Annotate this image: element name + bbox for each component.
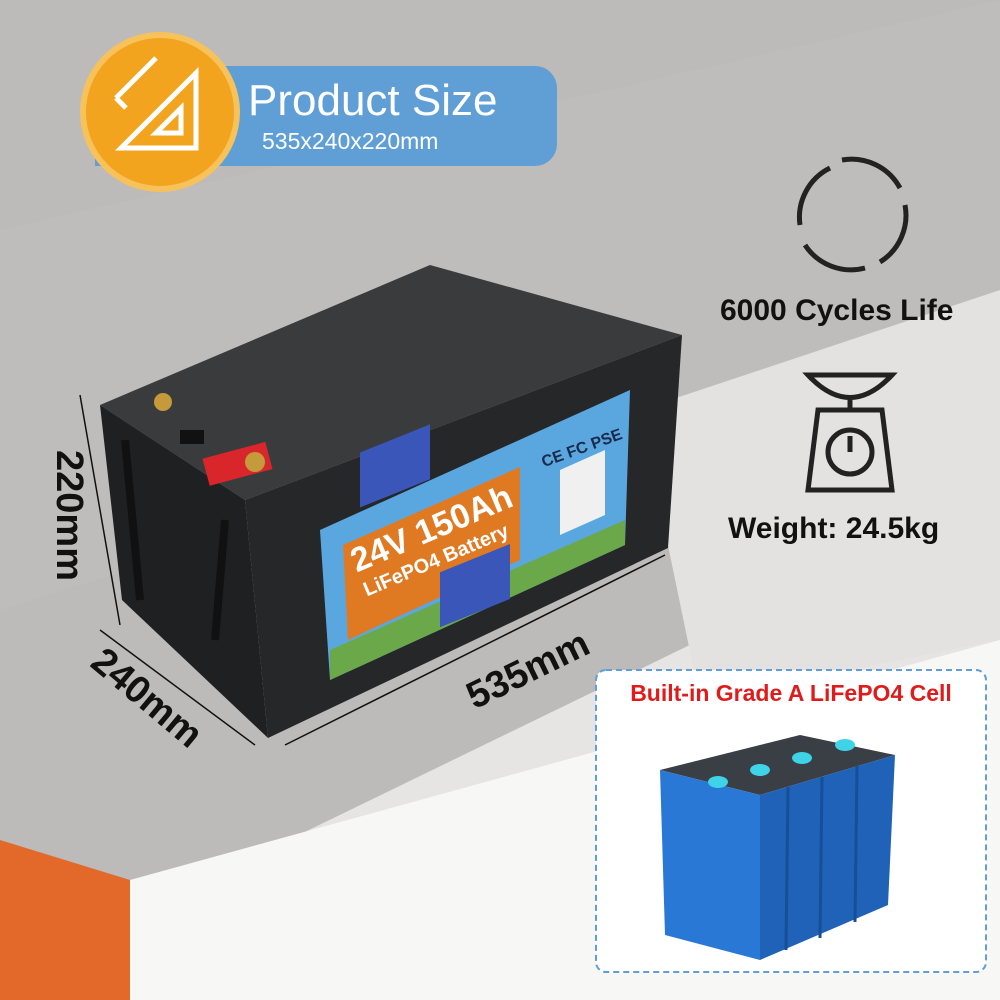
battery	[100, 265, 682, 738]
handle	[121, 439, 229, 641]
cycle-arrows-icon	[796, 156, 909, 273]
height-dimension: 220mm	[48, 450, 90, 581]
ruler-triangle-icon	[80, 32, 240, 192]
solar-panel	[360, 424, 430, 508]
battery-side	[100, 405, 268, 738]
label-orange-panel	[343, 467, 520, 640]
positive-terminal	[245, 452, 265, 472]
rv-image	[560, 450, 605, 535]
cycles-life-label: 6000 Cycles Life	[720, 294, 954, 327]
orange-corner	[0, 840, 130, 1000]
voltage-display	[180, 430, 204, 444]
weight-label: Weight: 24.5kg	[728, 512, 940, 545]
page-title: Product Size	[248, 76, 498, 125]
battery-top	[100, 265, 682, 500]
table-top	[640, 290, 1000, 700]
cell-panel-title: Built-in Grade A LiFePO4 Cell	[630, 680, 952, 706]
product-dimensions: 535x240x220mm	[262, 128, 439, 154]
negative-terminal	[154, 393, 172, 411]
lifepo4-cells	[595, 669, 987, 973]
weighing-scale-icon	[802, 372, 898, 493]
